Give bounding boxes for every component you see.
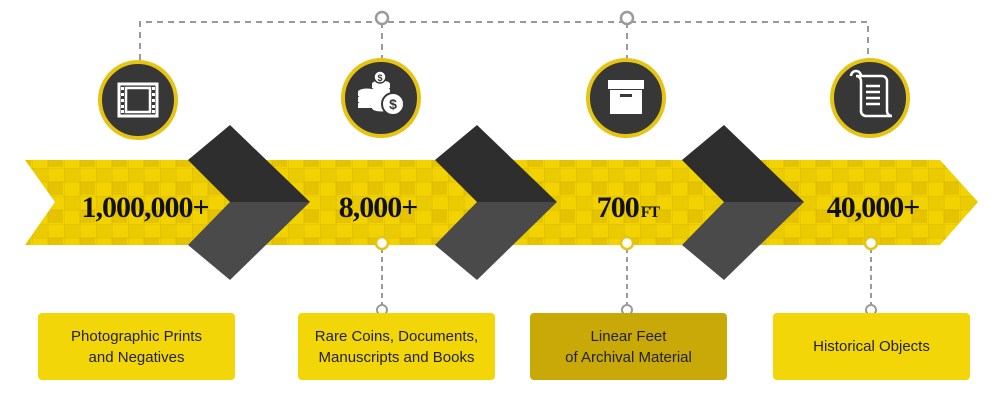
label-line: Photographic Prints bbox=[71, 327, 202, 345]
connector-node bbox=[619, 10, 635, 26]
stat-value: 700 bbox=[596, 191, 640, 224]
connector-node bbox=[863, 235, 879, 251]
connector-node bbox=[374, 235, 390, 251]
svg-text:$: $ bbox=[377, 73, 382, 83]
label-line: Linear Feet bbox=[590, 327, 667, 345]
chevron-3 bbox=[682, 125, 804, 280]
connector-node bbox=[619, 235, 635, 251]
stat-objects: 40,000+ bbox=[808, 188, 938, 228]
label-line: Manuscripts and Books bbox=[318, 348, 475, 366]
label-prints: Photographic Prints and Negatives bbox=[38, 313, 235, 380]
svg-text:$: $ bbox=[389, 96, 397, 112]
label-coins: Rare Coins, Documents, Manuscripts and B… bbox=[298, 313, 495, 380]
chevron-2 bbox=[435, 125, 557, 280]
stat-value: 8,000+ bbox=[338, 191, 419, 224]
label-objects: Historical Objects bbox=[773, 313, 970, 380]
label-line: and Negatives bbox=[88, 348, 185, 366]
stat-value: 40,000+ bbox=[826, 191, 921, 224]
label-line: Rare Coins, Documents, bbox=[314, 327, 479, 345]
archive-box-icon bbox=[586, 58, 666, 138]
stat-value: 1,000,000+ bbox=[81, 191, 209, 224]
connector-node bbox=[374, 10, 390, 26]
label-line: of Archival Material bbox=[565, 348, 692, 366]
chevron-1 bbox=[188, 125, 310, 280]
scroll-icon bbox=[830, 58, 910, 138]
label-archival: Linear Feet of Archival Material bbox=[530, 313, 727, 380]
film-strip-icon bbox=[98, 60, 178, 140]
stat-prints: 1,000,000+ bbox=[65, 188, 225, 228]
stat-unit: FT bbox=[640, 204, 660, 221]
label-line: Historical Objects bbox=[813, 338, 930, 355]
stat-coins: 8,000+ bbox=[318, 188, 438, 228]
coins-icon: $ $ bbox=[341, 58, 421, 138]
